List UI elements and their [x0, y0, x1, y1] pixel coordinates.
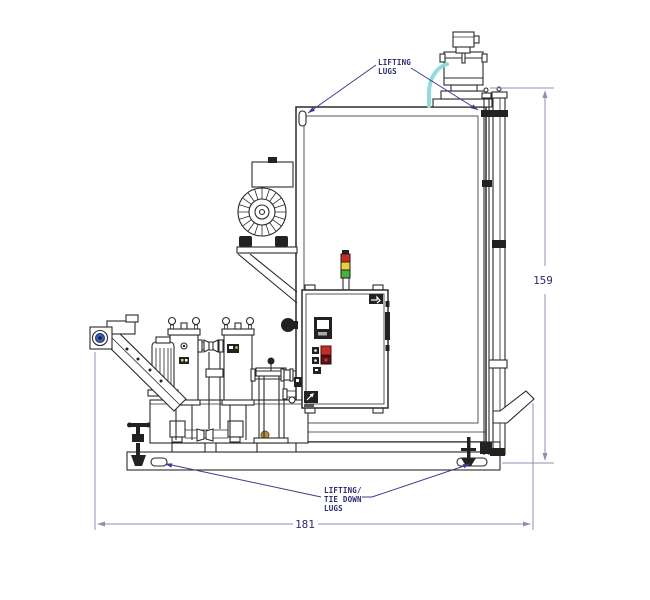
panel-handle — [385, 312, 390, 340]
tie-down-lugs-text-2: TIE DOWN — [324, 495, 362, 504]
junction-box — [452, 31, 475, 48]
conveyor-motor-icon — [91, 329, 109, 347]
tie-down-lugs-callout: LIFTING/ TIE DOWN LUGS — [165, 463, 471, 513]
panel-label-icon — [369, 294, 383, 304]
blower-shelf — [236, 246, 298, 254]
blower-motor-box — [251, 161, 294, 188]
blower-wheel-icon — [237, 187, 287, 237]
gauge-icon — [267, 357, 275, 371]
red-button — [320, 345, 332, 356]
coupling-knob — [281, 318, 295, 332]
blower-assembly — [236, 157, 298, 332]
eyebolt-icon — [221, 316, 231, 326]
tie-down-lugs-text-1: LIFTING/ — [324, 486, 362, 495]
lifting-lug-top-left — [298, 110, 307, 127]
lifting-lugs-callout: LIFTING LUGS — [307, 58, 479, 114]
center-drop-pipe — [205, 352, 224, 429]
dimension-height: 159 — [490, 87, 554, 464]
hmi-display — [314, 317, 332, 339]
base-skid — [126, 441, 501, 471]
control-panel — [301, 250, 390, 414]
vessel-crossover-pipe — [197, 339, 224, 353]
eyebolt-icon — [167, 316, 177, 326]
stack-light-icon — [340, 250, 351, 291]
right-pipe-run — [480, 86, 535, 456]
eyebolt-icon — [245, 316, 255, 326]
filter-vessel-left — [167, 316, 201, 440]
dim-length-text: 181 — [295, 518, 315, 531]
tie-down-lugs-text-3: LUGS — [324, 504, 343, 513]
lifting-lugs-text-1: LIFTING — [378, 58, 411, 67]
vessel-label — [179, 357, 189, 364]
disconnect-icon — [304, 391, 318, 407]
annotations: 159 181 LIFTING LUGS LIFTI — [94, 58, 554, 531]
dim-height-text: 159 — [533, 274, 553, 287]
teal-hose — [427, 62, 449, 108]
panel-buttons — [312, 345, 332, 374]
dimension-length: 181 — [94, 352, 534, 531]
eyebolt-icon — [191, 316, 201, 326]
lifting-lugs-text-2: LUGS — [378, 67, 397, 76]
anchor-bolt-right — [461, 437, 476, 466]
supply-pipes — [250, 357, 303, 404]
top-separator — [427, 31, 493, 108]
discharge-chute — [492, 390, 535, 424]
chip-conveyor — [89, 314, 187, 412]
tie-down-lug-left — [150, 457, 168, 467]
